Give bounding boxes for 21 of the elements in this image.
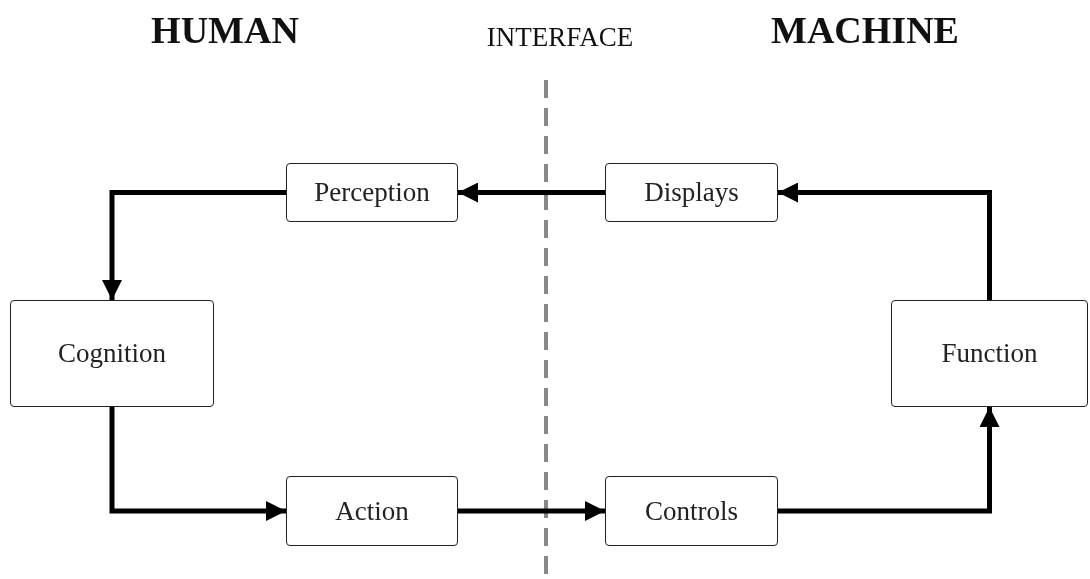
box-label: Function [941, 338, 1038, 369]
column-heading: HUMAN [151, 8, 299, 52]
arrow [458, 182, 605, 203]
process-box [605, 163, 778, 222]
box-label: Displays [644, 177, 739, 208]
column-heading: MACHINE [771, 8, 959, 52]
box-label: Cognition [58, 338, 166, 369]
arrow [458, 501, 605, 521]
box-label: Action [335, 495, 409, 527]
box-label: Perception [314, 177, 430, 208]
arrow [778, 182, 992, 300]
process-box [286, 476, 458, 546]
box-label: Controls [645, 495, 738, 527]
process-box [891, 300, 1088, 407]
arrow [109, 407, 286, 521]
process-box [605, 476, 778, 546]
process-box [286, 163, 458, 222]
arrow [778, 407, 1000, 514]
divider-label: INTERFACE [486, 22, 634, 53]
arrow [102, 190, 286, 300]
process-box [10, 300, 214, 407]
